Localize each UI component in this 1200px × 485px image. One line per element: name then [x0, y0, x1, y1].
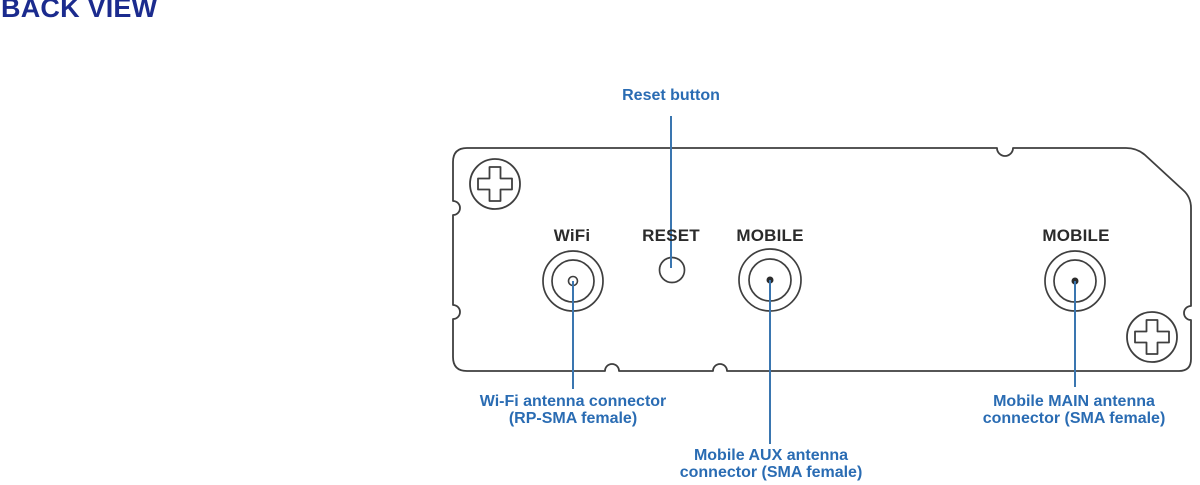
phillips-screw-icon — [1126, 311, 1178, 363]
callout-mobile-aux-line1: Mobile AUX antenna — [693, 447, 849, 464]
callout-mobile-aux-antenna: Mobile AUX antenna connector (SMA female… — [680, 447, 863, 481]
callout-reset-button: Reset button — [622, 87, 720, 104]
callout-mobile-main-antenna: Mobile MAIN antenna connector (SMA femal… — [983, 393, 1166, 427]
panel-outline — [452, 147, 1192, 372]
panel-label-mobile-main: MOBILE — [1042, 226, 1110, 245]
panel-label-reset: RESET — [642, 226, 700, 245]
callout-mobile-main-line1: Mobile MAIN antenna — [993, 393, 1155, 410]
callout-mobile-aux-line2: connector (SMA female) — [679, 464, 863, 481]
panel-label-mobile-aux: MOBILE — [736, 226, 804, 245]
callout-reset-text: Reset button — [622, 87, 720, 104]
callout-wifi-antenna: Wi-Fi antenna connector (RP-SMA female) — [480, 393, 667, 427]
panel-label-wifi: WiFi — [553, 226, 591, 245]
callout-wifi-line2: (RP-SMA female) — [508, 410, 638, 427]
page-title: BACK VIEW — [1, 0, 158, 23]
callout-wifi-line1: Wi-Fi antenna connector — [479, 393, 667, 410]
callout-mobile-main-line2: connector (SMA female) — [982, 410, 1166, 427]
phillips-screw-icon — [469, 158, 521, 210]
